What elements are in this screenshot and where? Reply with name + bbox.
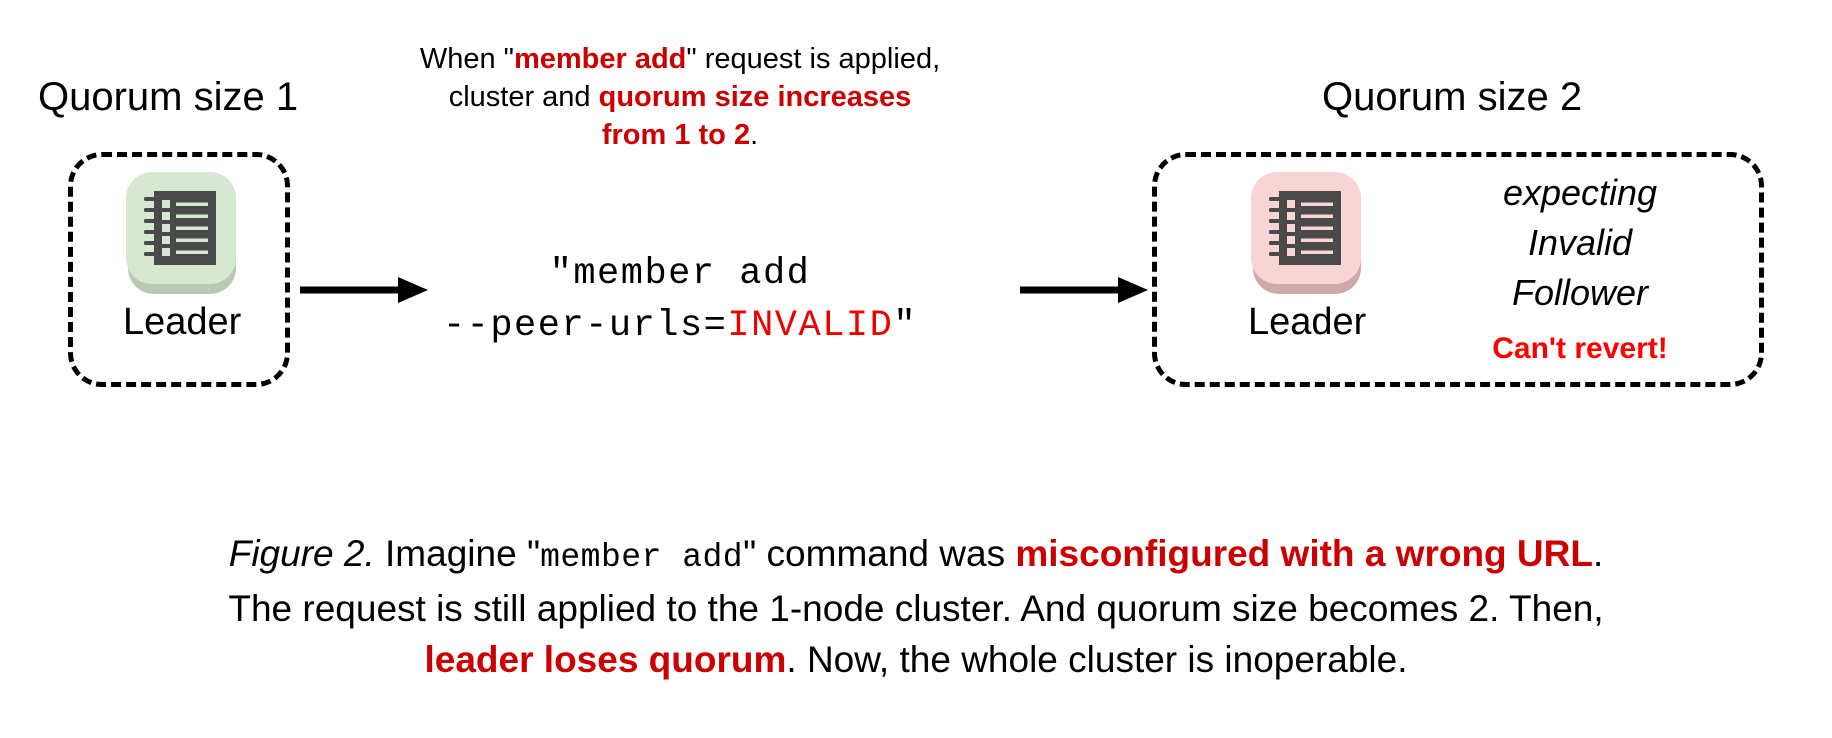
caption-l3-b: . Now, the whole cluster is inoperable. [786,639,1408,680]
right-node-label: Leader [1248,301,1367,343]
caption-l1-highlight: misconfigured with a wrong URL [1015,533,1593,574]
right-node-icon-wrap [1251,172,1363,296]
caption-line-3: leader loses quorum. Now, the whole clus… [0,634,1832,685]
explanation-l2-a: cluster and [448,81,599,113]
notebook-icon-2 [1251,172,1362,284]
status-line-3: Follower [1511,272,1649,313]
explanation-l3-highlight: from 1 to 2 [601,119,751,151]
caption-l1-b: Imagine " [374,533,541,574]
left-node-icon-wrap [126,172,238,296]
status-line-2: Invalid [1527,222,1633,263]
caption-l1-e: . [1592,533,1604,574]
arrow-right-icon-2 [1020,272,1148,313]
command-l2-c: " [893,305,918,347]
explanation-text: When "member add" request is applied, cl… [380,40,980,154]
arrow-right-icon [300,272,428,313]
command-line-1: "member add [549,253,811,295]
follower-status-text: expecting Invalid Follower [1440,168,1720,318]
caption-line-2: The request is still applied to the 1-no… [228,588,1604,629]
figure-caption: Figure 2. Imagine "member add" command w… [0,528,1832,685]
explanation-line-2: cluster and quorum size increases [380,78,980,116]
explanation-l3-c: . [750,119,759,151]
caption-command-code: member add [540,539,744,576]
notebook-icon [126,172,237,284]
caption-figure-number: Figure 2. [228,533,375,574]
explanation-line-3: from 1 to 2. [380,116,980,154]
cant-revert-warning: Can't revert! [1492,332,1668,365]
right-cluster-box [1152,152,1764,387]
status-line-1: expecting [1502,172,1658,213]
caption-l1-c: " command was [743,533,1016,574]
explanation-l2-highlight: quorum size increases [598,81,912,113]
right-cluster-title: Quorum size 2 [1322,75,1583,119]
left-cluster-box [68,152,290,387]
caption-l3-highlight: leader loses quorum [424,639,787,680]
left-leader-node: Leader [123,172,241,344]
left-cluster-title: Quorum size 1 [38,75,299,119]
command-text: "member add --peer-urls=INVALID" [380,248,980,352]
explanation-line-1: When "member add" request is applied, [380,40,980,78]
explanation-l1-c: " request is applied, [686,43,941,75]
command-invalid-token: INVALID [727,305,894,347]
command-l2-a: --peer-urls= [442,305,728,347]
left-node-label: Leader [123,301,242,343]
command-line-2: --peer-urls=INVALID" [380,300,980,352]
caption-line-1: Figure 2. Imagine "member add" command w… [0,528,1832,583]
right-leader-node: Leader [1248,172,1366,344]
explanation-l1-highlight: member add [513,43,687,75]
explanation-l1-a: When " [419,43,514,75]
